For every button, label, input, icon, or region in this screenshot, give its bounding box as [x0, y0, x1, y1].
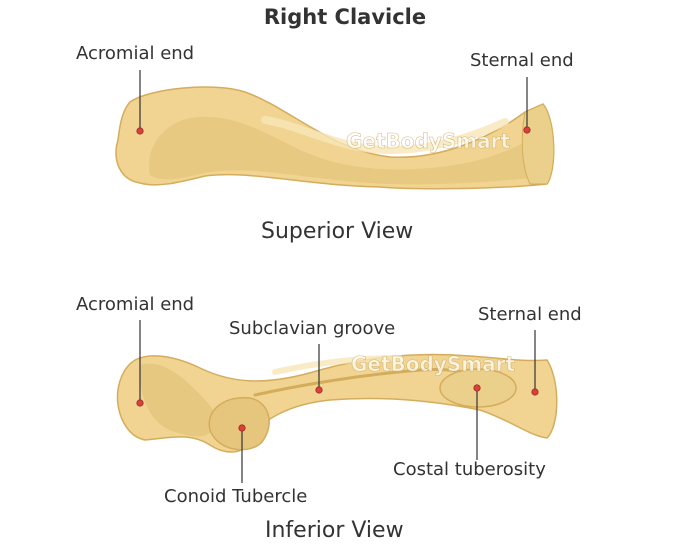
- marker-inferior-acromial: [136, 399, 144, 407]
- marker-superior-sternal: [523, 126, 531, 134]
- marker-superior-acromial: [136, 127, 144, 135]
- marker-costal-tuberosity: [473, 384, 481, 392]
- marker-subclavian-groove: [315, 386, 323, 394]
- marker-conoid-tubercle: [238, 424, 246, 432]
- inferior-view-caption: Inferior View: [265, 518, 404, 543]
- leader-lines: [139, 70, 536, 483]
- label-superior-acromial-end: Acromial end: [76, 43, 195, 64]
- conoid-tubercle-shape: [208, 396, 270, 451]
- label-inferior-sternal-end: Sternal end: [478, 304, 582, 325]
- diagram-title: Right Clavicle: [263, 5, 427, 29]
- label-costal-tuberosity: Costal tuberosity: [393, 459, 546, 480]
- label-conoid-tubercle: Conoid Tubercle: [164, 486, 308, 507]
- marker-inferior-sternal: [531, 388, 539, 396]
- superior-sternal-facet: [521, 103, 555, 185]
- markers: [136, 126, 539, 432]
- inferior-bone-highlight: [272, 355, 403, 375]
- label-superior-sternal-end: Sternal end: [470, 50, 574, 71]
- watermark: GetBodySmart GetBodySmart: [346, 129, 516, 377]
- label-inferior-acromial-end: Acromial end: [76, 294, 195, 315]
- inferior-bone-shadow: [139, 363, 216, 437]
- label-subclavian-groove: Subclavian groove: [229, 318, 396, 339]
- watermark-inferior: GetBodySmart: [351, 352, 515, 376]
- superior-bone-shadow: [149, 116, 533, 185]
- inferior-clavicle-bone: [116, 353, 558, 453]
- watermark-superior: GetBodySmart: [346, 129, 510, 153]
- superior-view-caption: Superior View: [261, 219, 414, 244]
- superior-clavicle-bone: [115, 86, 555, 190]
- superior-bone-highlight: [261, 116, 509, 155]
